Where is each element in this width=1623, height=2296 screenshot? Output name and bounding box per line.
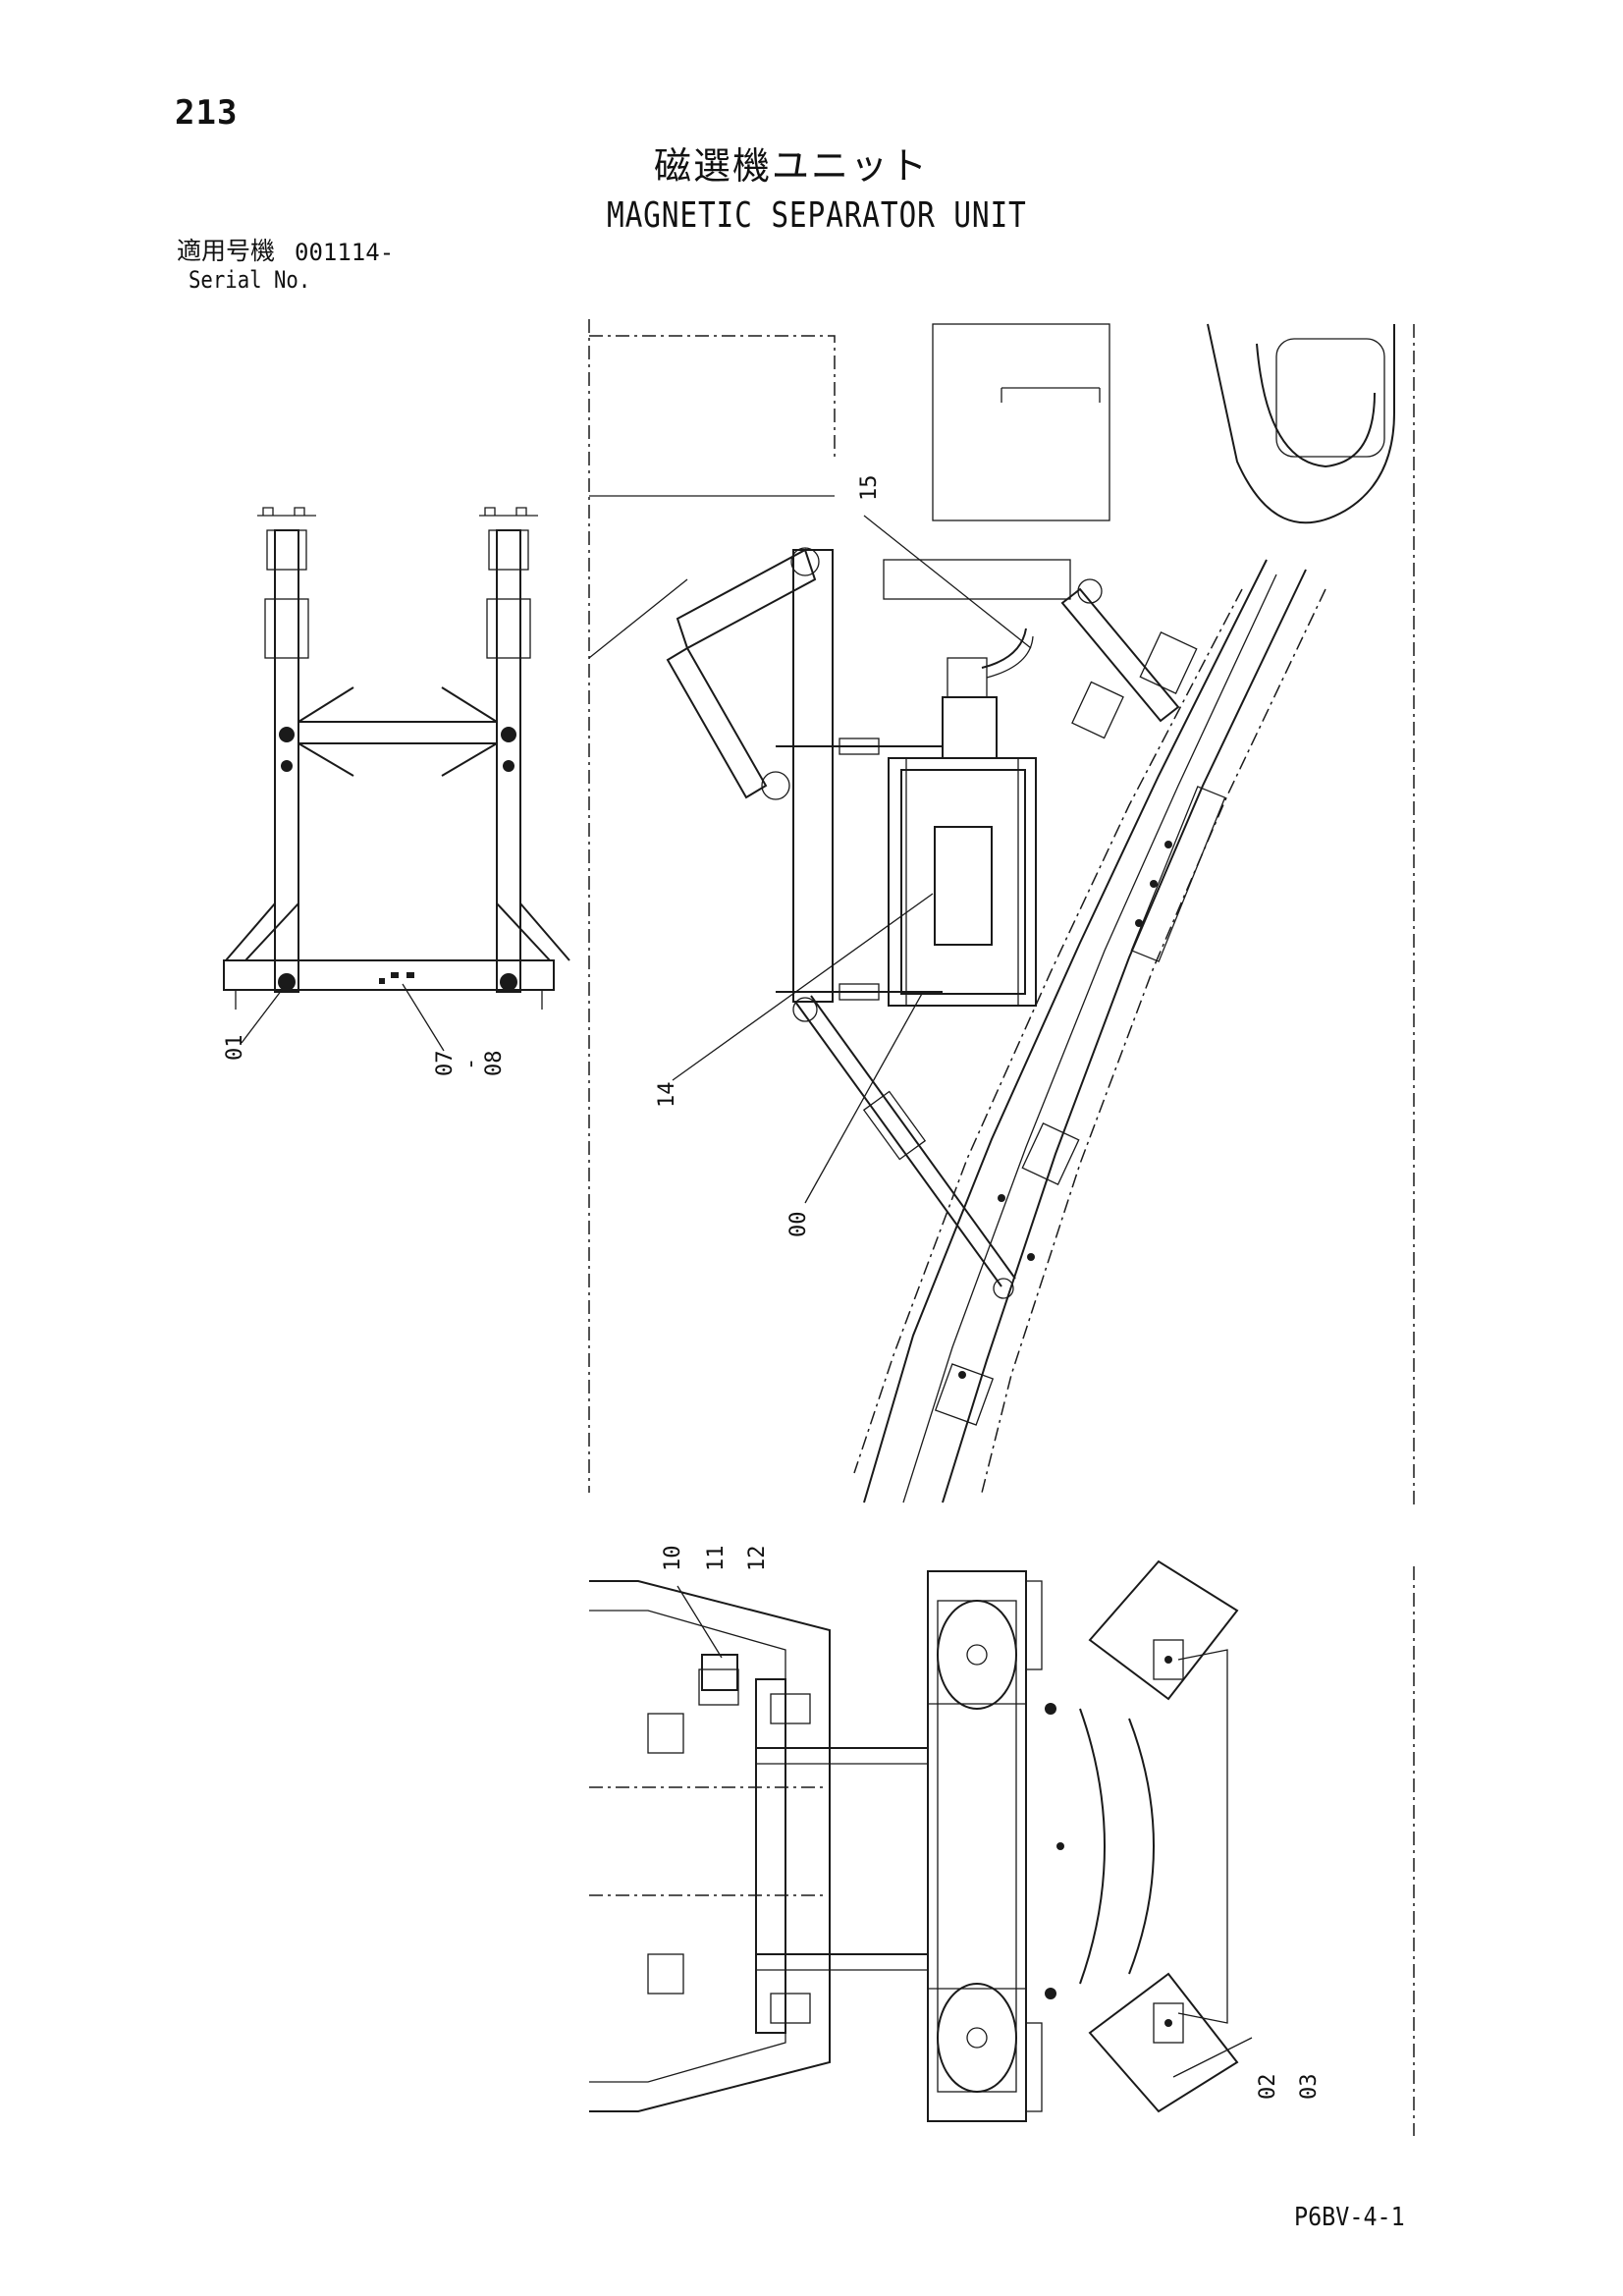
callout-02: 02 <box>1256 2074 1280 2101</box>
support-frame-view <box>223 507 570 1052</box>
callout-01: 01 <box>223 1035 247 1062</box>
callout-07: 07 <box>433 1051 458 1077</box>
page-number: 213 <box>175 93 239 133</box>
callout-labels: 01 07 - 08 14 00 15 10 11 12 02 03 <box>223 475 1322 2101</box>
drawing-code: P6BV-4-1 <box>1294 2203 1405 2232</box>
callout-00: 00 <box>786 1212 811 1238</box>
callout-07-08-dash: - <box>459 1058 483 1070</box>
callout-10: 10 <box>661 1546 685 1572</box>
callout-03: 03 <box>1297 2074 1322 2101</box>
callout-08: 08 <box>482 1051 507 1077</box>
plan-view <box>589 1559 1415 2136</box>
callout-14: 14 <box>655 1082 679 1109</box>
callout-11: 11 <box>704 1546 729 1572</box>
callout-12: 12 <box>745 1546 770 1572</box>
title-english: MAGNETIC SEPARATOR UNIT <box>607 195 1027 236</box>
serial-label-japanese: 適用号機 <box>177 237 276 265</box>
callout-15: 15 <box>857 475 882 502</box>
title-japanese: 磁選機ユニット <box>654 144 930 188</box>
serial-label-english: Serial No. <box>189 266 311 294</box>
side-elevation-view <box>588 319 1415 1507</box>
serial-number-value: 001114- <box>295 239 395 266</box>
